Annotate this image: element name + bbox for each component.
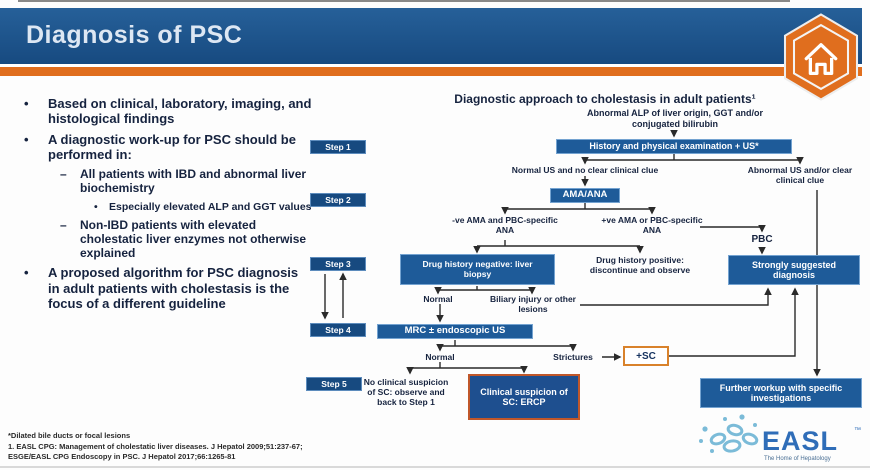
fc-node-mrc: MRC ± endoscopic US [377,324,533,339]
bullet-marker: • [24,96,29,111]
fc-node-neg-ama: -ve AMA and PBC-specific ANA [452,215,558,236]
easl-logo: EASL ™ The Home of Hepatology [688,408,868,470]
top-edge-line [18,0,790,2]
fc-node-pos-ama: +ve AMA or PBC-specific ANA [601,215,703,236]
footnote-line: ESGE/EASL CPG Endoscopy in PSC. J Hepato… [8,452,236,461]
fc-node-clinical-suspicion: Clinical suspicion of SC: ERCP [468,374,580,420]
bullet-text: A proposed algorithm for PSC diagnosis i… [48,265,299,312]
fc-node-normal-us: Normal US and no clear clinical clue [511,165,659,175]
bullet-marker: • [94,200,98,213]
bullet-text: Non-IBD patients with elevated cholestat… [80,218,307,261]
fc-node-drug-negative: Drug history negative: liver biopsy [400,254,555,285]
fc-step-label-5: Step 5 [306,377,362,391]
easl-logo-graphic: EASL ™ The Home of Hepatology [699,414,861,462]
bottom-edge-line [0,466,870,468]
bullet-text: All patients with IBD and abnormal liver… [80,167,307,196]
footnote-line: 1. EASL CPG: Management of cholestatic l… [8,441,303,451]
home-button[interactable] [780,12,862,102]
fc-step-label-1: Step 1 [310,140,366,154]
home-icon [783,13,859,101]
fc-node-history-exam: History and physical examination + US* [556,139,792,154]
fc-step-label-4: Step 4 [310,323,366,337]
fc-node-sc: +SC [623,346,669,366]
fc-node-strongly-suggested: Strongly suggested diagnosis [728,255,860,285]
dash-marker: – [60,218,67,232]
list-item: – Non-IBD patients with elevated cholest… [12,218,312,260]
fc-node-normal-biopsy: Normal [423,294,453,304]
easl-logo-text: EASL [762,426,838,456]
fc-node-no-suspicion: No clinical suspicion of SC: observe and… [363,377,449,408]
list-item: • Based on clinical, laboratory, imaging… [12,96,312,127]
fc-step-label-2: Step 2 [310,193,366,207]
fc-node-abnormal-alp: Abnormal ALP of liver origin, GGT and/or… [586,108,763,129]
fc-node-strictures: Strictures [553,352,593,362]
fc-node-drug-positive: Drug history positive: discontinue and o… [589,255,691,276]
list-item: • A diagnostic work-up for PSC should be… [12,132,312,163]
fc-node-pbc: PBC [751,234,773,245]
easl-logo-tagline: The Home of Hepatology [764,456,831,462]
accent-bar [0,67,862,76]
bullet-list: • Based on clinical, laboratory, imaging… [12,96,312,316]
bullet-text: Based on clinical, laboratory, imaging, … [48,96,312,127]
fc-node-ama-ana: AMA/ANA [550,188,620,203]
bullet-text: Especially elevated ALP and GGT values [109,200,312,213]
fc-step-label-3: Step 3 [310,257,366,271]
trademark-mark: ™ [854,427,861,434]
list-item: • A proposed algorithm for PSC diagnosis… [12,265,312,311]
flowchart-title: Diagnostic approach to cholestasis in ad… [454,92,756,106]
bullet-marker: • [24,131,29,147]
dash-marker: – [60,167,67,182]
fc-node-biliary-injury: Biliary injury or other lesions [490,294,576,315]
fc-node-normal-mrc: Normal [425,352,455,362]
title-bar: Diagnosis of PSC [0,8,862,67]
list-item: • Especially elevated ALP and GGT values [12,201,312,213]
fc-node-abnormal-us: Abnormal US and/or clear clinical clue [747,165,853,186]
list-item: – All patients with IBD and abnormal liv… [12,167,312,195]
footnote-line: *Dilated bile ducts or focal lesions [8,431,131,440]
bullet-text: A diagnostic work-up for PSC should be p… [48,131,296,162]
footnotes: *Dilated bile ducts or focal lesions 1. … [8,431,478,463]
page-title: Diagnosis of PSC [26,21,243,49]
bullet-marker: • [24,265,29,281]
fc-node-further-workup: Further workup with specific investigati… [700,378,862,408]
